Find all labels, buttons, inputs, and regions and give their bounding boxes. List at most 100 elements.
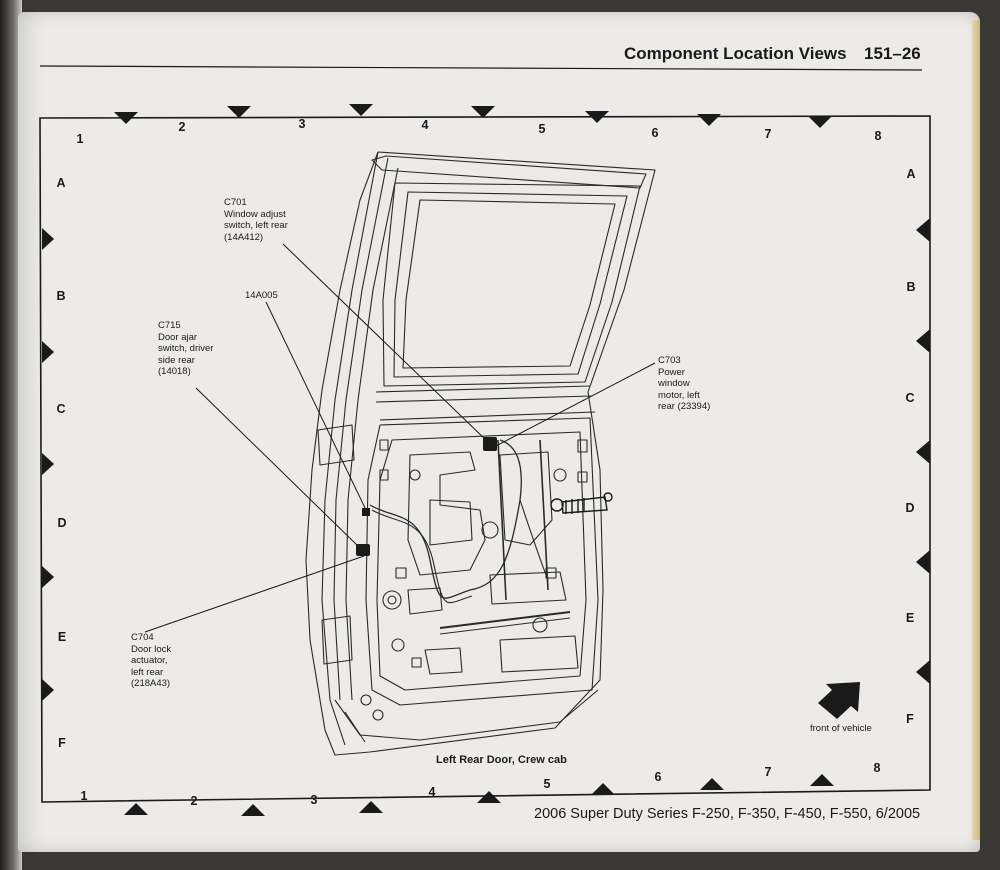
grid-col-bottom-3: 3 xyxy=(310,793,318,807)
top-marker xyxy=(114,112,138,124)
grid-col-top-8: 8 xyxy=(874,129,882,143)
belt-line xyxy=(375,395,593,403)
inner-panel-recess xyxy=(376,431,587,691)
grid-row-right-d: D xyxy=(905,501,915,515)
grid-col-top-7: 7 xyxy=(764,127,772,141)
panel-clip xyxy=(379,469,389,481)
callout-c701: C701 Window adjust switch, left rear (14… xyxy=(224,197,288,243)
panel-hole xyxy=(481,521,499,539)
grid-row-right-a: A xyxy=(906,167,916,181)
panel-clip xyxy=(411,657,422,668)
grid-col-bottom-8: 8 xyxy=(873,761,881,775)
callout-c701-id: C701 xyxy=(224,197,247,208)
arrow-up-right-icon xyxy=(818,682,860,719)
wiring-harness xyxy=(519,499,549,581)
callout-c703-line-3: motor, left xyxy=(658,389,700,401)
callout-c704-line-2: actuator, xyxy=(131,655,168,666)
bottom-marker xyxy=(359,801,383,813)
leader-c703 xyxy=(495,362,656,447)
hinge-area xyxy=(317,424,355,466)
grid-frame xyxy=(39,115,931,803)
window-glass-edge xyxy=(402,199,616,369)
panel-clip xyxy=(395,567,407,579)
wiring-harness xyxy=(371,509,473,604)
callout-c703: C703 Power window motor, left rear (2339… xyxy=(658,355,710,413)
page-gilt-edge xyxy=(972,20,980,840)
grid-row-right-b: B xyxy=(906,280,916,294)
regulator-rail xyxy=(439,617,571,635)
regulator-rail xyxy=(439,611,571,629)
callout-c715: C715 Door ajar switch, driver side rear … xyxy=(158,320,213,378)
panel-hole xyxy=(532,617,548,633)
callout-c715-line-4: (14018) xyxy=(158,366,191,377)
panel-cutout xyxy=(429,499,473,546)
panel-hole xyxy=(360,694,372,706)
page-sheet xyxy=(18,12,980,852)
panel-hole xyxy=(372,709,384,721)
callout-c715-line-1: Door ajar xyxy=(158,331,198,343)
top-marker xyxy=(697,114,721,126)
callout-c701-line-2: switch, left rear xyxy=(224,220,288,231)
panel-hole xyxy=(553,468,567,482)
callout-c703-line-1: Power xyxy=(658,366,685,378)
wiring-harness xyxy=(369,439,522,599)
panel-hole xyxy=(387,595,397,605)
bottom-marker xyxy=(810,774,834,786)
grid-col-top-4: 4 xyxy=(421,118,429,132)
callout-c701-line-1: Window adjust xyxy=(224,208,286,220)
panel-hole xyxy=(382,590,402,610)
grid-row-right-f: F xyxy=(906,712,914,726)
leader-14a005 xyxy=(265,301,367,511)
left-marker xyxy=(42,566,54,588)
callout-c703-id: C703 xyxy=(658,355,681,366)
page-number: 151–26 xyxy=(864,44,921,63)
callout-c703-line-4: rear (23394) xyxy=(658,401,711,412)
grid-row-right-e: E xyxy=(905,611,915,625)
diagram-caption: Left Rear Door, Crew cab xyxy=(436,754,567,766)
grid-row-left-d: D xyxy=(57,516,67,530)
leader-c715 xyxy=(195,387,361,549)
bottom-marker xyxy=(700,778,724,790)
top-marker xyxy=(585,111,609,123)
grid-row-left-a: A xyxy=(56,176,66,190)
pillar-line xyxy=(345,167,399,701)
top-marker xyxy=(808,116,832,128)
left-rear-door-outline xyxy=(305,151,656,756)
grid-col-bottom-1: 1 xyxy=(80,789,88,803)
callout-14a005: 14A005 xyxy=(245,290,278,302)
top-marker xyxy=(227,106,251,118)
door-top-frame xyxy=(371,155,647,189)
right-zone-markers xyxy=(916,218,930,684)
door-latch-assembly xyxy=(550,492,613,514)
top-marker xyxy=(349,104,373,116)
panel-clip xyxy=(379,439,389,451)
callout-c704-id: C704 xyxy=(131,632,154,643)
grid-col-top-5: 5 xyxy=(538,122,546,136)
callout-c715-id: C715 xyxy=(158,320,181,331)
right-marker xyxy=(916,329,930,353)
lower-edge xyxy=(334,689,599,741)
grid-col-top-6: 6 xyxy=(651,126,659,140)
panel-cutout xyxy=(407,587,443,615)
callout-c704: C704 Door lock actuator, left rear (218A… xyxy=(131,632,171,690)
callout-c703-line-2: window xyxy=(658,378,690,389)
right-marker xyxy=(916,550,930,574)
grid-col-top-3: 3 xyxy=(298,117,306,131)
left-zone-markers xyxy=(42,228,54,701)
panel-clip xyxy=(577,439,588,453)
grid-row-left-c: C xyxy=(56,402,66,416)
leader-lines xyxy=(144,243,656,633)
bottom-marker xyxy=(477,791,501,803)
panel-hole xyxy=(409,469,421,481)
connector-marks xyxy=(356,437,497,556)
grid-col-bottom-2: 2 xyxy=(190,794,198,808)
right-marker xyxy=(916,218,930,242)
window-channel xyxy=(539,439,549,591)
grid-col-bottom-6: 6 xyxy=(654,770,662,784)
panel-cutout xyxy=(407,451,486,576)
grid-col-bottom-5: 5 xyxy=(543,777,551,791)
grid-col-top-2: 2 xyxy=(178,120,186,134)
window-channel xyxy=(497,439,507,601)
